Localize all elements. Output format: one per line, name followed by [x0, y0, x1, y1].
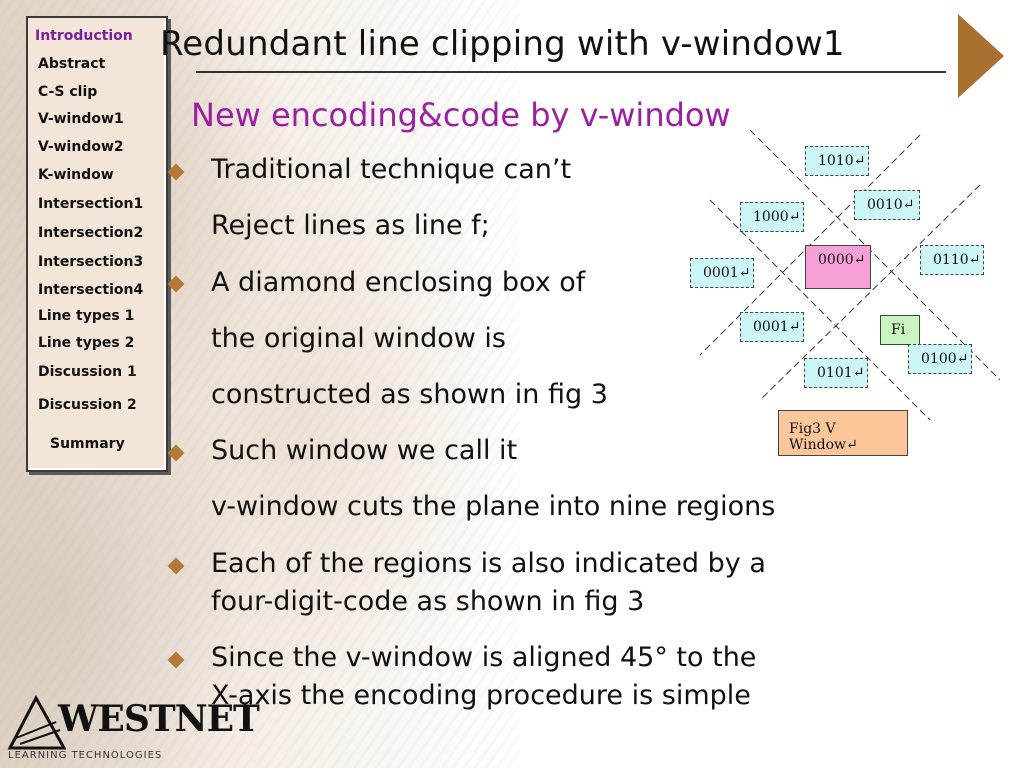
region-0010: 0010↵: [854, 190, 920, 220]
bullet-text: Each of the regions is also indicated by…: [211, 548, 766, 579]
logo-triangle-icon: [7, 694, 66, 750]
nav-item-discussion-2[interactable]: Discussion 2: [38, 397, 137, 413]
slide-title: Redundant line clipping with v-window1: [160, 24, 845, 64]
logo-wordmark: WESTNET: [58, 698, 260, 740]
bullet-text: constructed as shown in fig 3: [211, 379, 608, 410]
logo-tagline: LEARNING TECHNOLOGIES: [8, 750, 163, 761]
nav-item-intersection1[interactable]: Intersection1: [38, 196, 144, 212]
bullet-text: X-axis the encoding procedure is simple: [211, 680, 751, 711]
nav-item-line-types-2[interactable]: Line types 2: [38, 335, 135, 351]
nav-item-intersection2[interactable]: Intersection2: [38, 225, 144, 241]
nav-item-intersection3[interactable]: Intersection3: [38, 254, 144, 270]
nav-item-k-window[interactable]: K-window: [38, 167, 114, 183]
nav-item-intersection4[interactable]: Intersection4: [38, 282, 144, 298]
bullet-text: the original window is: [211, 323, 506, 354]
nav-item-cs-clip[interactable]: C-S clip: [38, 84, 98, 100]
region-0101: 0101↵: [804, 358, 868, 388]
bullet-text: A diamond enclosing box of: [211, 267, 586, 298]
nav-item-summary[interactable]: Summary: [50, 436, 125, 452]
slide-subtitle: New encoding&code by v-window: [191, 96, 731, 134]
nav-item-discussion-1[interactable]: Discussion 1: [38, 364, 137, 380]
title-underline: [196, 71, 946, 73]
bullet-text: Traditional technique can’t: [211, 154, 572, 185]
bullet-text: four-digit-code as shown in fig 3: [211, 586, 645, 617]
nav-item-v-window1[interactable]: V-window1: [38, 111, 124, 127]
region-1010: 1010↵: [805, 146, 869, 176]
region-0100: 0100↵: [908, 344, 972, 374]
line-fi-label: Fi: [880, 315, 920, 345]
bullet-text: Since the v-window is aligned 45° to the: [211, 642, 757, 673]
nav-item-abstract[interactable]: Abstract: [38, 56, 106, 72]
navigation-panel: Introduction Abstract C-S clip V-window1…: [26, 16, 168, 472]
next-slide-arrow-icon[interactable]: [958, 14, 1004, 98]
bullet-text: Such window we call it: [211, 435, 518, 466]
region-0001-left: 0001↵: [690, 258, 754, 288]
figure-caption: Fig3 V Window↵: [778, 410, 908, 456]
bullet-text: Reject lines as line f;: [211, 210, 490, 241]
region-0001-lower: 0001↵: [740, 312, 804, 342]
region-1000: 1000↵: [740, 202, 804, 232]
nav-item-v-window2[interactable]: V-window2: [38, 139, 124, 155]
v-window-figure: 1010↵ 0010↵ 1000↵ 0001↵ 0000↵ 0110↵ 0001…: [680, 130, 1000, 460]
region-0110: 0110↵: [920, 245, 984, 275]
bullet-text: v-window cuts the plane into nine region…: [211, 491, 776, 522]
nav-item-line-types-1[interactable]: Line types 1: [38, 308, 135, 324]
nav-item-introduction[interactable]: Introduction: [35, 28, 133, 44]
region-0000: 0000↵: [805, 245, 871, 289]
westnet-logo: WESTNET LEARNING TECHNOLOGIES: [6, 690, 260, 762]
